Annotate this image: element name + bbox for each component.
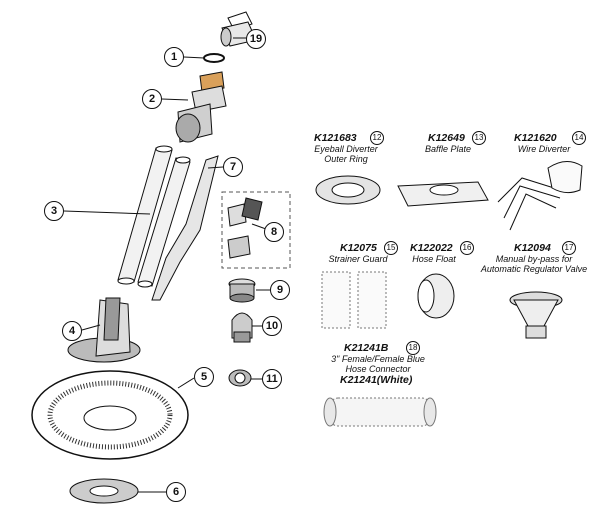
kit-16-code: K122022 <box>410 242 453 254</box>
pipe-part-3 <box>117 145 191 288</box>
kit-12-desc-1: Eyeball Diverter <box>314 144 378 154</box>
callout-4: 4 <box>62 321 82 341</box>
kit-17-number: 17 <box>562 241 576 255</box>
fitting-part-9 <box>228 278 256 303</box>
swivel-part-2 <box>175 71 227 143</box>
kit-15-desc-1: Strainer Guard <box>328 254 388 264</box>
ring-part-11 <box>228 369 252 387</box>
disc-part-5 <box>31 370 189 460</box>
callout-9: 9 <box>270 280 290 300</box>
strainer-guard-item-15 <box>321 271 387 329</box>
callout-8: 8 <box>264 222 284 242</box>
callout-7: 7 <box>223 157 243 177</box>
kit-16-number: 16 <box>460 241 474 255</box>
callout-6: 6 <box>166 482 186 502</box>
kit-13-desc-1: Baffle Plate <box>424 144 472 154</box>
kit-18-desc-1: 3" Female/Female Blue <box>331 354 425 364</box>
kit-14-code: K121620 <box>514 132 557 144</box>
callout-5: 5 <box>194 367 214 387</box>
flex-strip-part-7 <box>151 155 219 301</box>
kit-17-desc-2: Automatic Regulator Valve <box>480 264 588 274</box>
callout-2: 2 <box>142 89 162 109</box>
baffle-plate-item-13 <box>397 181 489 207</box>
callout-3: 3 <box>44 201 64 221</box>
callout-11: 11 <box>262 369 282 389</box>
kit-18-code: K21241B <box>344 342 389 354</box>
kit-13-code: K12649 <box>428 132 465 144</box>
leader-lines <box>63 37 270 493</box>
o-ring-part-1 <box>203 53 225 63</box>
kit-18-number: 18 <box>406 341 420 355</box>
kit-box-part-8 <box>221 191 291 269</box>
kit-18-desc-2: Hose Connector <box>345 364 411 374</box>
fittings-part-8 <box>227 197 263 259</box>
kit-14-number: 14 <box>572 131 586 145</box>
kit-12-code: K121683 <box>314 132 357 144</box>
kit-12-desc-2: Outer Ring <box>324 154 368 164</box>
hose-float-item-16 <box>417 273 455 319</box>
bypass-valve-item-17 <box>509 291 563 339</box>
kit-15-number: 15 <box>384 241 398 255</box>
callout-1: 1 <box>164 47 184 67</box>
kit-15-code: K12075 <box>340 242 377 254</box>
kit-13-number: 13 <box>472 131 486 145</box>
wire-diverter-item-14 <box>497 161 583 231</box>
kit-17-code: K12094 <box>514 242 551 254</box>
callout-19: 19 <box>246 29 266 49</box>
kit-17-desc-1: Manual by-pass for <box>495 254 573 264</box>
kit-12-number: 12 <box>370 131 384 145</box>
foot-part-4 <box>67 297 141 363</box>
collar-part-6 <box>69 478 139 504</box>
kit-18-code-white: K21241(White) <box>340 374 413 386</box>
hose-connector-item-18 <box>323 397 437 427</box>
callout-10: 10 <box>262 316 282 336</box>
eyeball-ring-item-12 <box>315 175 381 205</box>
cap-part-10 <box>231 312 253 343</box>
kit-14-desc-1: Wire Diverter <box>517 144 571 154</box>
kit-16-desc-1: Hose Float <box>412 254 456 264</box>
